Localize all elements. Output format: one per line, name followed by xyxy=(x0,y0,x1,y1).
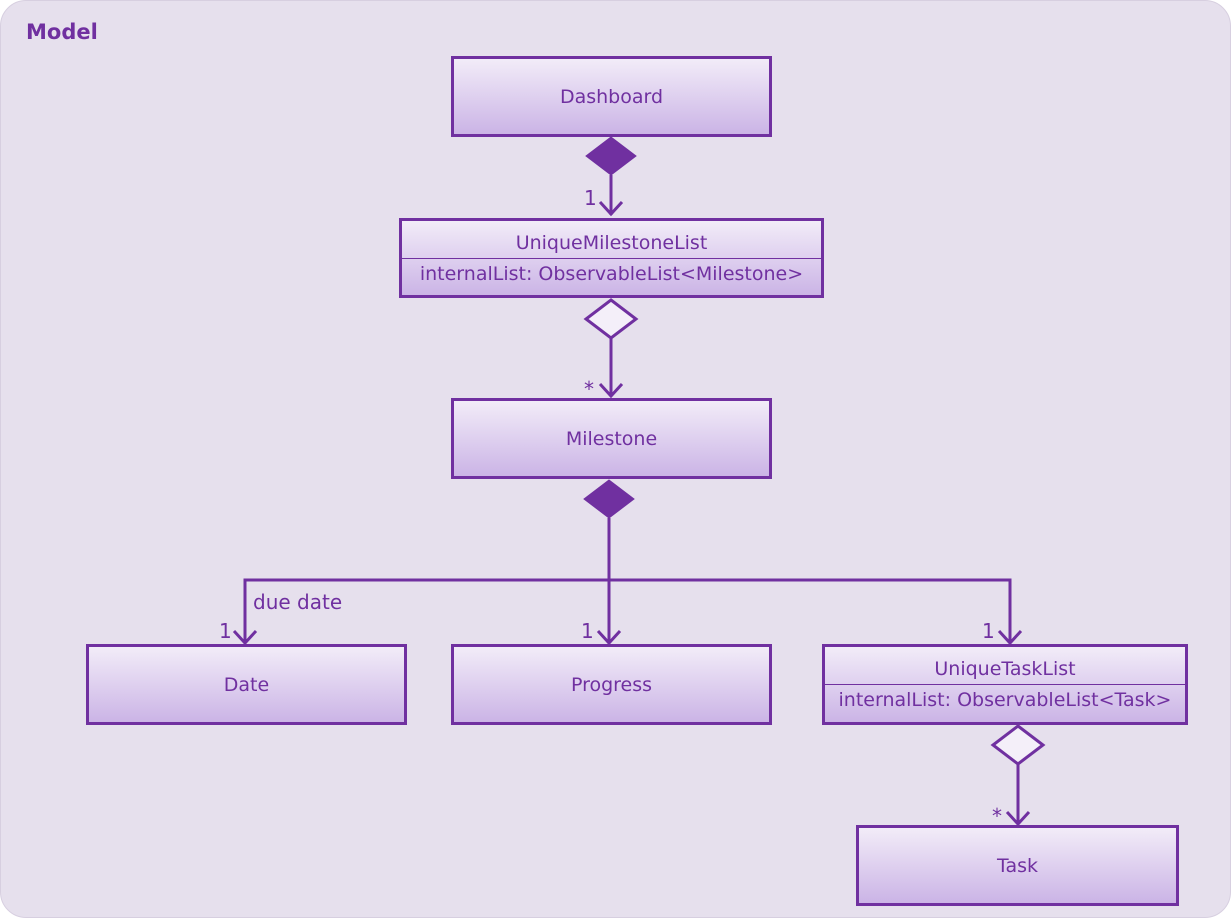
class-date: Date xyxy=(86,644,407,725)
arrowhead-progress xyxy=(596,629,622,646)
arrowhead-task xyxy=(1005,810,1031,827)
arrowhead-tasklist xyxy=(997,629,1023,646)
composition-diamond-milestone xyxy=(583,479,635,519)
class-milestone: Milestone xyxy=(451,398,772,479)
multiplicity-progress: 1 xyxy=(581,619,594,643)
class-name: UniqueTaskList xyxy=(825,647,1185,685)
multiplicity-date: 1 xyxy=(219,619,232,643)
edge-milestone-branches xyxy=(243,578,1012,643)
class-name: UniqueMilestoneList xyxy=(402,221,821,259)
class-name: Progress xyxy=(570,673,653,696)
class-name: Dashboard xyxy=(559,85,664,108)
class-name: Task xyxy=(996,854,1038,877)
class-name: Milestone xyxy=(565,427,658,450)
class-attribute: internalList: ObservableList<Task> xyxy=(838,689,1172,711)
arrowhead-milestonelist xyxy=(598,200,624,217)
class-name: Date xyxy=(223,673,270,696)
class-task: Task xyxy=(856,825,1179,906)
multiplicity-milestonelist: 1 xyxy=(584,186,597,210)
aggregation-diamond-tasklist xyxy=(990,724,1046,766)
class-unique-task-list: UniqueTaskList internalList: ObservableL… xyxy=(822,644,1188,725)
role-due-date: due date xyxy=(253,590,343,614)
class-attribute: internalList: ObservableList<Milestone> xyxy=(419,263,804,285)
class-progress: Progress xyxy=(451,644,772,725)
multiplicity-task: * xyxy=(992,804,1002,828)
aggregation-diamond-milestonelist xyxy=(583,298,639,340)
class-unique-milestone-list: UniqueMilestoneList internalList: Observ… xyxy=(399,218,824,298)
arrowhead-date xyxy=(232,629,258,646)
class-dashboard: Dashboard xyxy=(451,56,772,137)
arrowhead-milestone xyxy=(598,382,624,399)
package-title: Model xyxy=(26,20,98,44)
composition-diamond-dashboard xyxy=(585,136,637,176)
multiplicity-tasklist: 1 xyxy=(982,619,995,643)
multiplicity-milestone: * xyxy=(584,377,594,401)
